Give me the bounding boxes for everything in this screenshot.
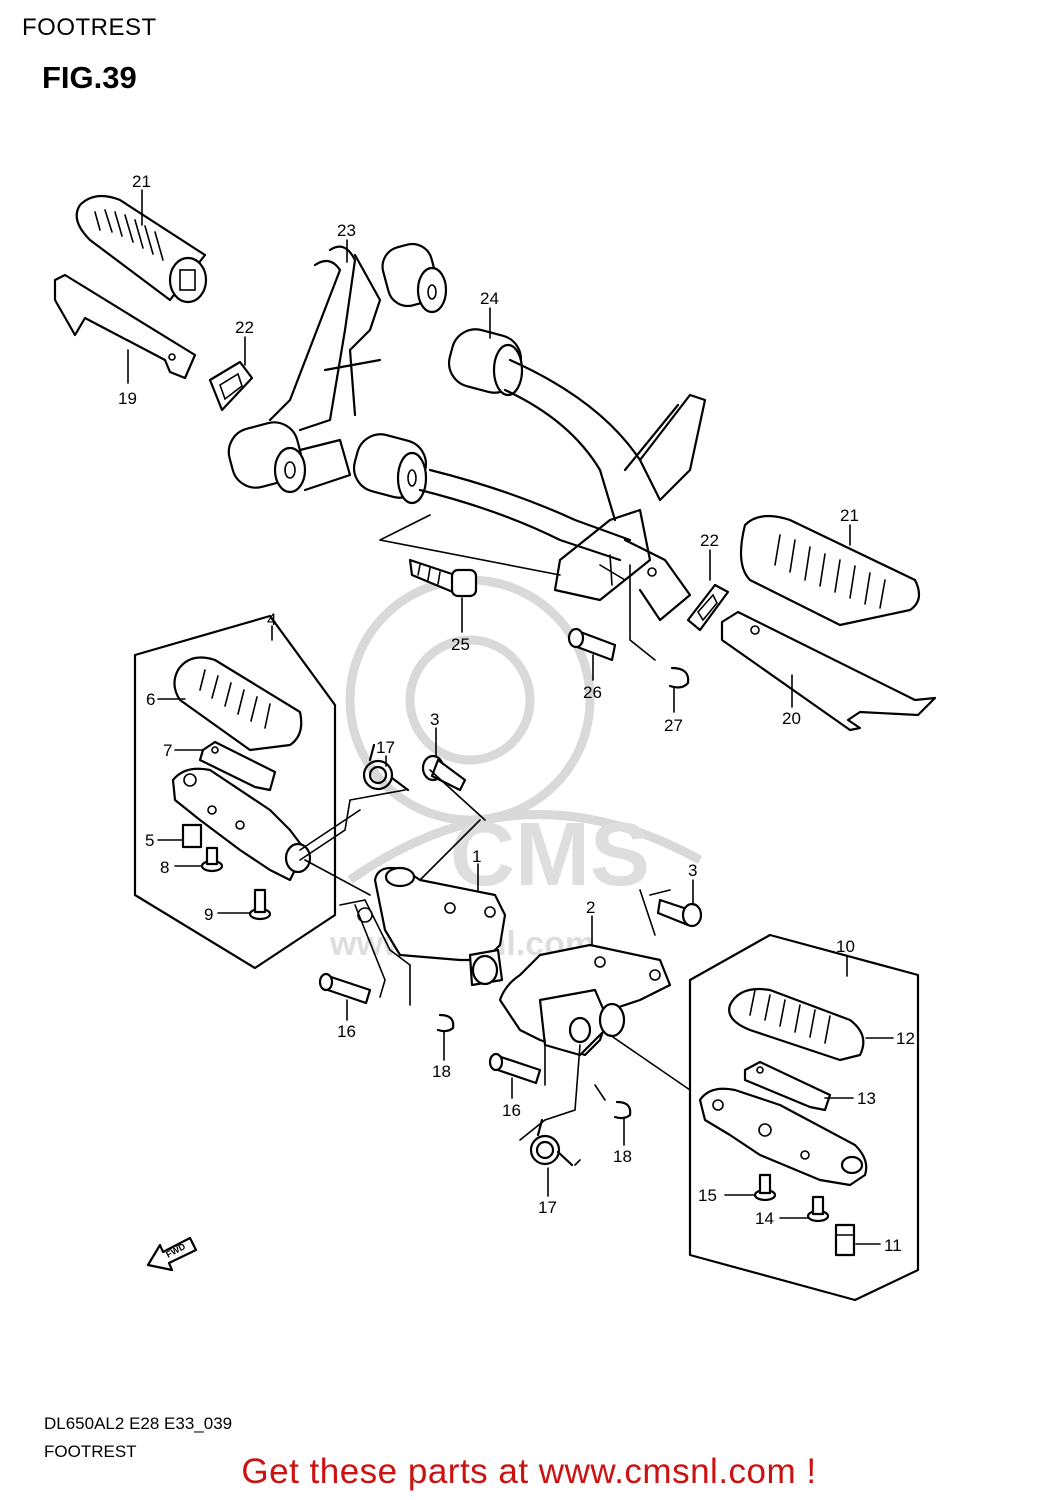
part-1-bracket[interactable] — [357, 866, 507, 987]
part-24-main-bracket[interactable] — [349, 324, 707, 622]
part-8-washer-bolt[interactable] — [200, 846, 224, 873]
diagram-code: DL650AL2 E28 E33_039 — [44, 1414, 233, 1433]
callout-23[interactable]: 23 — [337, 221, 356, 240]
part-19-plate[interactable] — [53, 273, 197, 380]
callout-16-right[interactable]: 16 — [502, 1101, 521, 1120]
figure-title: FIG.39 — [42, 60, 137, 95]
callout-21-left[interactable]: 21 — [132, 172, 151, 191]
callout-9[interactable]: 9 — [204, 905, 213, 924]
part-18-clip-right[interactable] — [613, 1100, 632, 1120]
callout-3-left[interactable]: 3 — [430, 710, 439, 729]
watermark-brand: CMS — [450, 805, 650, 905]
part-2-bracket[interactable] — [498, 943, 672, 1057]
part-16-pin-left[interactable] — [318, 972, 372, 1005]
part-22-left-damper[interactable] — [208, 360, 254, 412]
part-3-bolt-right[interactable] — [656, 898, 703, 928]
part-16-pin-right[interactable] — [488, 1052, 542, 1085]
part-3-bolt-left[interactable] — [421, 754, 467, 792]
callout-27[interactable]: 27 — [664, 716, 683, 735]
assembly-lines-lower — [299, 769, 691, 1166]
callout-5[interactable]: 5 — [145, 831, 154, 850]
callout-24[interactable]: 24 — [480, 289, 499, 308]
page-header: FOOTREST — [22, 14, 157, 41]
callout-10[interactable]: 10 — [836, 937, 855, 956]
part-27-clip[interactable] — [668, 666, 690, 689]
assembly-10-box — [688, 933, 920, 1302]
callout-1[interactable]: 1 — [472, 847, 481, 866]
assembly-4-box — [133, 614, 337, 970]
part-17-spring-left[interactable] — [362, 743, 410, 792]
part-21-right-rubber[interactable] — [739, 514, 921, 627]
part-21-left-rubber[interactable] — [75, 194, 208, 304]
callout-19[interactable]: 19 — [118, 389, 137, 408]
callout-26[interactable]: 26 — [583, 683, 602, 702]
callout-numbers: 21 23 24 22 19 21 22 25 26 27 20 4 6 7 5… — [118, 172, 915, 1255]
callout-7[interactable]: 7 — [163, 741, 172, 760]
callout-17-right[interactable]: 17 — [538, 1198, 557, 1217]
part-5-nut[interactable] — [181, 823, 203, 849]
assembly-lines-upper — [379, 514, 656, 661]
callout-15[interactable]: 15 — [698, 1186, 717, 1205]
part-26-pin[interactable] — [567, 627, 617, 662]
callout-14[interactable]: 14 — [755, 1209, 774, 1228]
callout-13[interactable]: 13 — [857, 1089, 876, 1108]
callout-3-right[interactable]: 3 — [688, 861, 697, 880]
right-footrest-body[interactable] — [698, 1087, 868, 1187]
leader-lines — [127, 189, 894, 1245]
callout-16-left[interactable]: 16 — [337, 1022, 356, 1041]
part-18-clip-left[interactable] — [436, 1013, 455, 1033]
callout-4[interactable]: 4 — [267, 610, 276, 629]
callout-20[interactable]: 20 — [782, 709, 801, 728]
part-25-bolt[interactable] — [408, 558, 478, 598]
callout-12[interactable]: 12 — [896, 1029, 915, 1048]
callout-6[interactable]: 6 — [146, 690, 155, 709]
callout-22-left[interactable]: 22 — [235, 318, 254, 337]
callout-8[interactable]: 8 — [160, 858, 169, 877]
callout-17-left[interactable]: 17 — [376, 738, 395, 757]
footer-section-name: FOOTREST — [44, 1442, 137, 1461]
callout-18-left[interactable]: 18 — [432, 1062, 451, 1081]
part-9-bolt[interactable] — [248, 888, 272, 921]
callout-11[interactable]: 11 — [884, 1236, 902, 1255]
part-12-rubber[interactable] — [728, 987, 865, 1062]
part-20-plate[interactable] — [720, 610, 937, 732]
left-footrest-body[interactable] — [171, 767, 312, 882]
callout-25[interactable]: 25 — [451, 635, 470, 654]
callout-22-right[interactable]: 22 — [700, 531, 719, 550]
part-13-plate[interactable] — [743, 1060, 832, 1112]
forward-arrow-icon: FWD — [146, 1236, 198, 1272]
callout-21-right[interactable]: 21 — [840, 506, 859, 525]
promo-link[interactable]: Get these parts at www.cmsnl.com ! — [241, 1452, 817, 1491]
part-11-nut[interactable] — [834, 1223, 856, 1257]
part-23-bracket[interactable] — [223, 240, 448, 494]
part-6-rubber[interactable] — [173, 656, 303, 752]
callout-18-right[interactable]: 18 — [613, 1147, 632, 1166]
part-22-right-damper[interactable] — [686, 583, 730, 632]
part-15-bolt[interactable] — [753, 1173, 777, 1202]
part-14-washer-bolt[interactable] — [806, 1195, 830, 1223]
part-7-plate[interactable] — [198, 740, 277, 792]
callout-2[interactable]: 2 — [586, 898, 595, 917]
